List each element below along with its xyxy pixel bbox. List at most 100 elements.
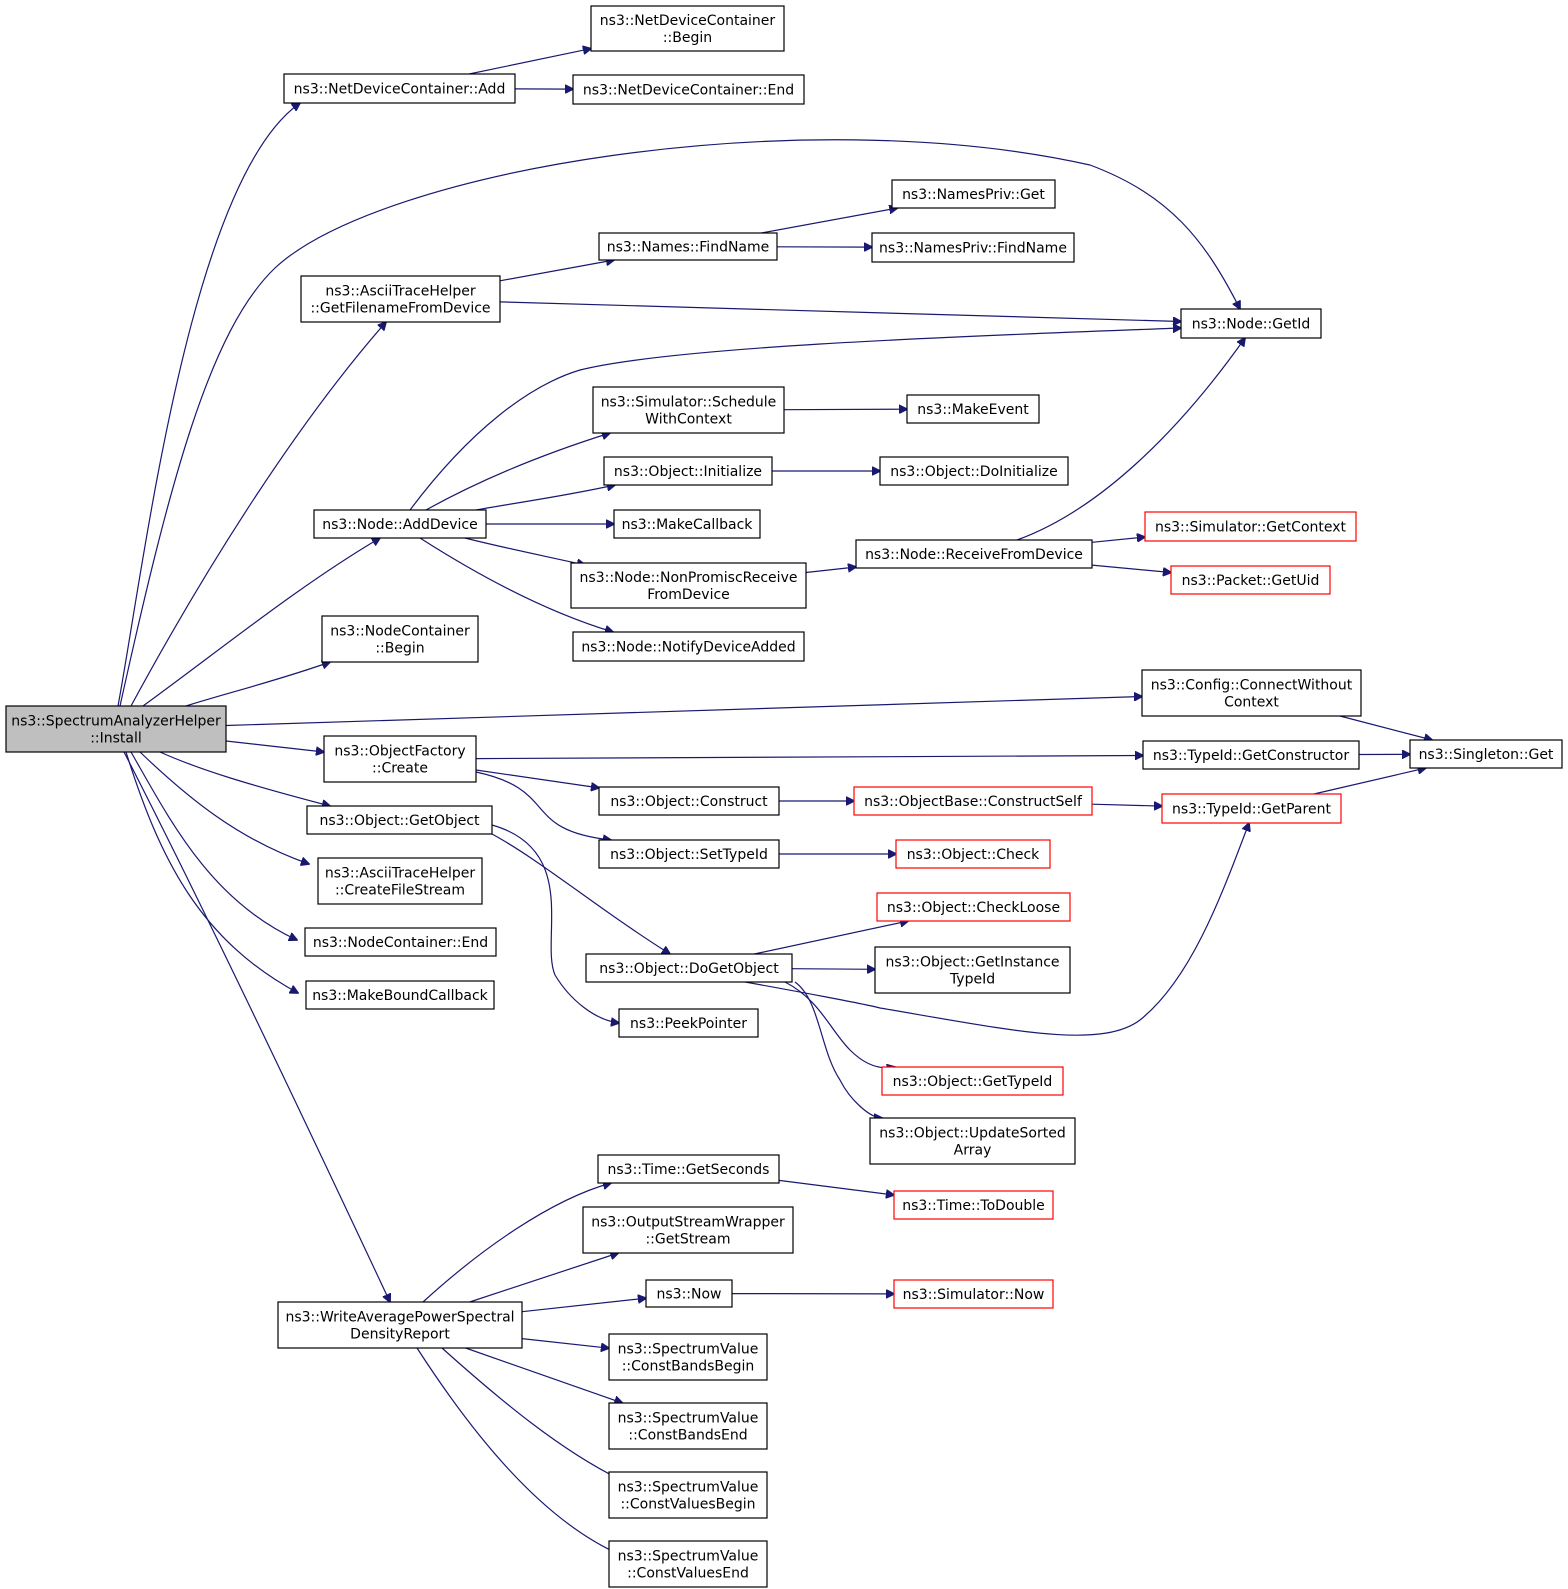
node-box[interactable] [592, 386, 785, 434]
node-svCBE[interactable]: ns3::SpectrumValue::ConstBandsEnd [608, 1402, 768, 1450]
node-ofCreate[interactable]: ns3::ObjectFactory::Create [323, 735, 477, 783]
node-box[interactable] [855, 539, 1093, 569]
node-box[interactable] [1180, 308, 1322, 339]
node-objDoInit[interactable]: ns3::Object::DoInitialize [879, 456, 1069, 486]
node-ncEnd[interactable]: ns3::NodeContainer::End [304, 927, 497, 957]
node-simGetCtx[interactable]: ns3::Simulator::GetContext [1144, 511, 1357, 542]
node-npGet[interactable]: ns3::NamesPriv::Get [891, 179, 1056, 209]
node-oswGetStream[interactable]: ns3::OutputStreamWrapper::GetStream [582, 1206, 794, 1254]
node-simNow[interactable]: ns3::Simulator::Now [893, 1279, 1054, 1309]
node-objDoGet[interactable]: ns3::Object::DoGetObject [585, 953, 793, 983]
node-box[interactable] [304, 927, 497, 957]
node-box[interactable] [874, 946, 1071, 994]
node-notifyDev[interactable]: ns3::Node::NotifyDeviceAdded [572, 631, 805, 662]
node-asciiGetFn[interactable]: ns3::AsciiTraceHelper::GetFilenameFromDe… [300, 275, 501, 323]
node-box[interactable] [582, 1206, 794, 1254]
node-box[interactable] [618, 1008, 759, 1038]
node-makeCb[interactable]: ns3::MakeCallback [613, 509, 761, 539]
node-box[interactable] [876, 892, 1071, 922]
node-box[interactable] [893, 1190, 1054, 1220]
node-timeGetSec[interactable]: ns3::Time::GetSeconds [597, 1154, 780, 1184]
node-box[interactable] [597, 1154, 780, 1184]
node-now[interactable]: ns3::Now [645, 1279, 733, 1308]
node-svCBB[interactable]: ns3::SpectrumValue::ConstBandsBegin [608, 1333, 768, 1381]
node-objConstruct[interactable]: ns3::Object::Construct [598, 786, 780, 816]
node-nodeGetId[interactable]: ns3::Node::GetId [1180, 308, 1322, 339]
node-box[interactable] [891, 179, 1056, 209]
node-box[interactable] [317, 857, 483, 905]
node-objSetTid[interactable]: ns3::Object::SetTypeId [598, 839, 780, 869]
node-box[interactable] [585, 953, 793, 983]
node-box[interactable] [1141, 669, 1362, 717]
node-ncBegin[interactable]: ns3::NodeContainer::Begin [321, 615, 479, 663]
node-box[interactable] [603, 456, 773, 486]
node-box[interactable] [613, 509, 761, 539]
node-box[interactable] [598, 786, 780, 816]
node-nodeRecv[interactable]: ns3::Node::ReceiveFromDevice [855, 539, 1093, 569]
node-box[interactable] [853, 786, 1093, 816]
node-writeAvg[interactable]: ns3::WriteAveragePowerSpectralDensityRep… [277, 1301, 523, 1349]
node-objGetTid[interactable]: ns3::Object::GetTypeId [881, 1066, 1064, 1096]
node-peekPtr[interactable]: ns3::PeekPointer [618, 1008, 759, 1038]
node-box[interactable] [313, 509, 487, 539]
node-tidParent[interactable]: ns3::TypeId::GetParent [1161, 793, 1342, 824]
node-box[interactable] [590, 5, 785, 52]
node-obConstructSelf[interactable]: ns3::ObjectBase::ConstructSelf [853, 786, 1093, 816]
node-box[interactable] [645, 1279, 733, 1308]
node-root[interactable]: ns3::SpectrumAnalyzerHelper::Install [5, 705, 227, 753]
node-box[interactable] [5, 705, 227, 753]
node-nodeAddDev[interactable]: ns3::Node::AddDevice [313, 509, 487, 539]
node-box[interactable] [608, 1333, 768, 1381]
node-objCheckLoose[interactable]: ns3::Object::CheckLoose [876, 892, 1071, 922]
node-tidCtor[interactable]: ns3::TypeId::GetConstructor [1142, 740, 1360, 770]
node-svCVB[interactable]: ns3::SpectrumValue::ConstValuesBegin [608, 1471, 768, 1519]
node-box[interactable] [572, 74, 805, 105]
node-box[interactable] [1409, 739, 1563, 769]
node-box[interactable] [277, 1301, 523, 1349]
node-box[interactable] [869, 1117, 1076, 1165]
node-box[interactable] [321, 615, 479, 663]
node-box[interactable] [608, 1402, 768, 1450]
node-box[interactable] [1170, 565, 1331, 595]
node-makeBound[interactable]: ns3::MakeBoundCallback [305, 980, 495, 1010]
node-timeToDouble[interactable]: ns3::Time::ToDouble [893, 1190, 1054, 1220]
node-singleton[interactable]: ns3::Singleton::Get [1409, 739, 1563, 769]
node-box[interactable] [572, 631, 805, 662]
node-box[interactable] [895, 839, 1051, 869]
node-box[interactable] [881, 1066, 1064, 1096]
node-box[interactable] [300, 275, 501, 323]
node-ndcEnd[interactable]: ns3::NetDeviceContainer::End [572, 74, 805, 105]
node-box[interactable] [323, 735, 477, 783]
node-box[interactable] [305, 980, 495, 1010]
node-npFind[interactable]: ns3::NamesPriv::FindName [871, 232, 1075, 263]
node-box[interactable] [879, 456, 1069, 486]
node-box[interactable] [283, 73, 516, 104]
node-namesFind[interactable]: ns3::Names::FindName [598, 232, 778, 261]
node-box[interactable] [306, 805, 493, 835]
node-ndcAdd[interactable]: ns3::NetDeviceContainer::Add [283, 73, 516, 104]
node-box[interactable] [570, 562, 807, 609]
node-box[interactable] [598, 839, 780, 869]
node-objInit[interactable]: ns3::Object::Initialize [603, 456, 773, 486]
node-box[interactable] [608, 1540, 768, 1588]
node-box[interactable] [1161, 793, 1342, 824]
node-objGetObj[interactable]: ns3::Object::GetObject [306, 805, 493, 835]
node-makeEvent[interactable]: ns3::MakeEvent [906, 394, 1040, 424]
node-box[interactable] [871, 232, 1075, 263]
node-box[interactable] [893, 1279, 1054, 1309]
node-objCheck[interactable]: ns3::Object::Check [895, 839, 1051, 869]
node-box[interactable] [608, 1471, 768, 1519]
node-box[interactable] [598, 232, 778, 261]
node-box[interactable] [1144, 511, 1357, 542]
node-box[interactable] [1142, 740, 1360, 770]
node-svCVE[interactable]: ns3::SpectrumValue::ConstValuesEnd [608, 1540, 768, 1588]
node-asciiCreate[interactable]: ns3::AsciiTraceHelper::CreateFileStream [317, 857, 483, 905]
node-ndcBegin[interactable]: ns3::NetDeviceContainer::Begin [590, 5, 785, 52]
node-pktUid[interactable]: ns3::Packet::GetUid [1170, 565, 1331, 595]
node-box[interactable] [906, 394, 1040, 424]
